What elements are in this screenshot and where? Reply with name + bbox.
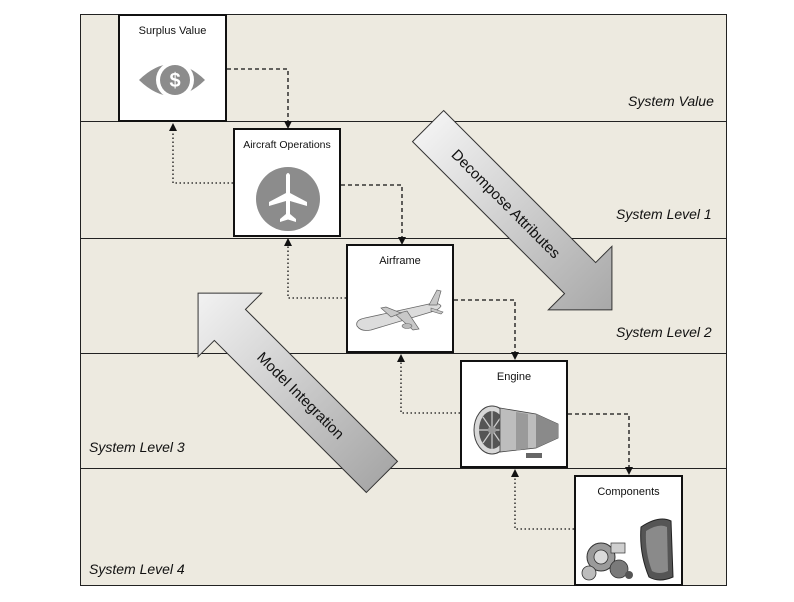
airliner-image — [356, 289, 444, 331]
level-label-system-level-2: System Level 2 — [616, 324, 712, 340]
dashed-connector-surplus-to-aircraft — [227, 68, 292, 129]
node-title: Airframe — [379, 255, 421, 267]
decompose-attributes-label: Decompose Attributes — [448, 146, 564, 262]
svg-text:$: $ — [169, 70, 180, 92]
dashed-connector-aircraft-to-airframe — [341, 184, 406, 245]
node-title: Engine — [496, 371, 532, 383]
dotted-connector-aircraft-to-surplus — [169, 123, 233, 184]
node-title: Surplus Value — [138, 25, 207, 37]
dollar-eye-icon: $ — [139, 61, 205, 99]
turbofan-engine-image — [473, 405, 559, 458]
node-title: Aircraft Operations — [243, 139, 331, 151]
level-label-system-level-4: System Level 4 — [89, 561, 185, 577]
dotted-connector-engine-to-airframe — [397, 354, 460, 414]
dashed-connector-airframe-to-engine — [454, 299, 519, 360]
model-integration-label: Model Integration — [253, 349, 347, 443]
node-airframe: Airframe — [346, 244, 454, 353]
level-label-system-level-1: System Level 1 — [616, 206, 712, 222]
level-label-system-value: System Value — [628, 93, 714, 109]
level-band-system-level-3 — [80, 353, 727, 469]
level-label-system-level-3: System Level 3 — [89, 439, 185, 455]
dashed-connector-engine-to-components — [568, 413, 633, 475]
node-engine: Engine — [460, 360, 568, 468]
node-title: Components — [597, 486, 660, 498]
components-image — [581, 518, 674, 581]
node-components: Components — [574, 475, 683, 586]
dotted-connector-components-to-engine — [511, 469, 574, 530]
dotted-connector-airframe-to-aircraft — [284, 238, 346, 299]
node-surplus-value: Surplus Value $ — [118, 14, 227, 122]
level-band-system-level-1 — [80, 121, 727, 239]
airplane-icon — [256, 167, 320, 231]
node-aircraft-operations: Aircraft Operations — [233, 128, 341, 237]
